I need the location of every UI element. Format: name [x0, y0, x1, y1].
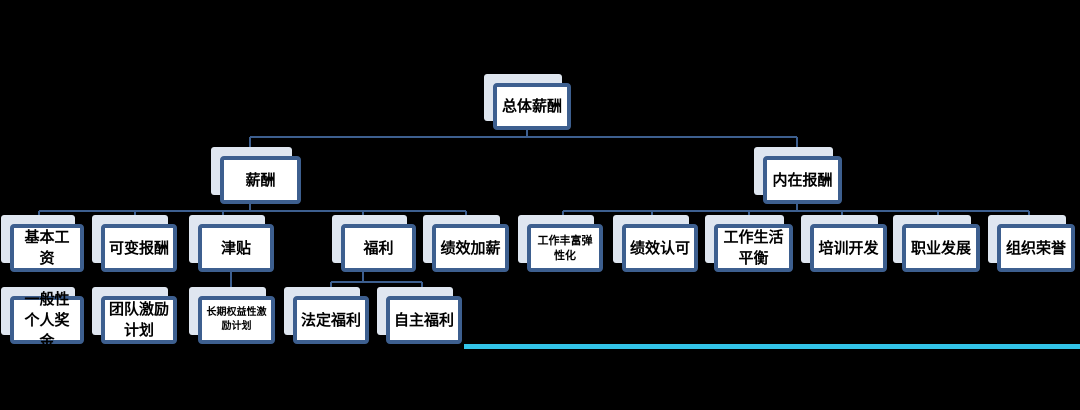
node-voluntary-label: 自主福利	[386, 296, 462, 344]
node-work-life: 工作生活平衡	[705, 215, 793, 272]
node-team-incentive-label: 团队激励计划	[101, 296, 177, 344]
node-intrinsic-label: 内在报酬	[763, 156, 842, 204]
node-team-incentive: 团队激励计划	[92, 287, 177, 344]
node-welfare-label: 福利	[341, 224, 416, 272]
node-long-term: 长期权益性激励计划	[189, 287, 275, 344]
node-career-label: 职业发展	[902, 224, 980, 272]
node-base-pay: 基本工资	[1, 215, 84, 272]
node-work-life-label: 工作生活平衡	[714, 224, 793, 272]
node-individual-bonus-label: 一般性个人奖金	[10, 290, 84, 350]
node-individual-bonus: 一般性个人奖金	[1, 287, 84, 350]
node-salary-label: 薪酬	[220, 156, 301, 204]
node-perf-recog: 绩效认可	[613, 215, 698, 272]
node-variable-pay-label: 可变报酬	[101, 224, 177, 272]
node-statutory: 法定福利	[284, 287, 369, 344]
node-merit-raise: 绩效加薪	[423, 215, 509, 272]
node-allowance-label: 津贴	[198, 224, 274, 272]
node-salary: 薪酬	[211, 147, 301, 204]
node-variable-pay: 可变报酬	[92, 215, 177, 272]
node-org-honor: 组织荣誉	[988, 215, 1075, 272]
node-org-honor-label: 组织荣誉	[997, 224, 1075, 272]
node-career: 职业发展	[893, 215, 980, 272]
node-statutory-label: 法定福利	[293, 296, 369, 344]
node-merit-raise-label: 绩效加薪	[432, 224, 509, 272]
node-voluntary: 自主福利	[377, 287, 462, 344]
node-job-enrich: 工作丰富弹性化	[518, 215, 603, 272]
node-intrinsic: 内在报酬	[754, 147, 842, 204]
node-training: 培训开发	[801, 215, 887, 272]
node-perf-recog-label: 绩效认可	[622, 224, 698, 272]
node-welfare: 福利	[332, 215, 416, 272]
node-root: 总体薪酬	[484, 74, 571, 130]
accent-divider	[464, 344, 1080, 349]
node-root-label: 总体薪酬	[493, 83, 571, 130]
node-base-pay-label: 基本工资	[10, 224, 84, 272]
node-training-label: 培训开发	[810, 224, 887, 272]
node-allowance: 津贴	[189, 215, 274, 272]
node-job-enrich-label: 工作丰富弹性化	[527, 224, 603, 272]
node-long-term-label: 长期权益性激励计划	[198, 296, 275, 344]
